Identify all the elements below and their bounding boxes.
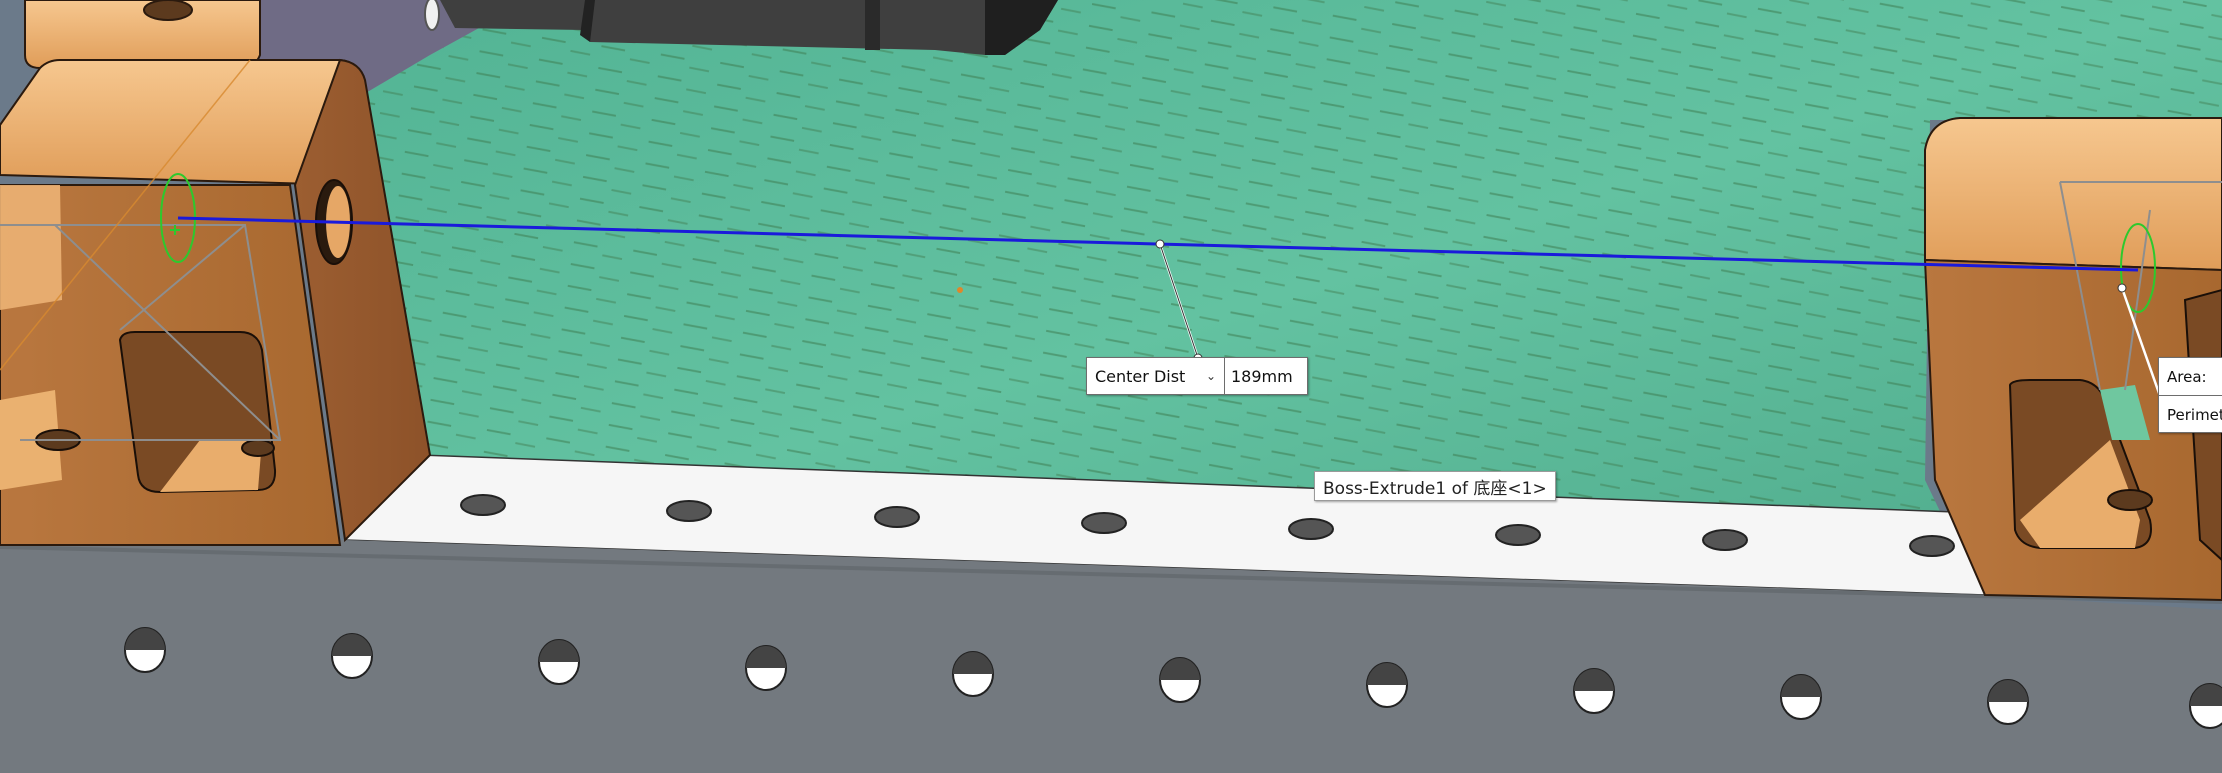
midpoint-marker [957,287,963,293]
perimeter-label: Perimete [2159,395,2222,433]
rail-front-holes [124,627,2222,729]
area-perimeter-callout: Area: Perimete [2158,357,2222,433]
axis-line [0,59,251,371]
feature-tooltip: Boss-Extrude1 of 底座<1> [1314,471,1556,501]
rail-front-face [0,540,2222,773]
wood-block-back-left [24,0,261,69]
sketch-construction-lines [0,181,2222,441]
measure-callout: Center Dist ⌄ 189mm [1086,357,1308,395]
area-leader [2120,287,2162,397]
chevron-down-icon: ⌄ [1205,369,1216,383]
distance-value: 189mm [1231,366,1293,386]
distance-mode-label: Center Dist [1095,366,1186,386]
distance-mode-dropdown[interactable]: Center Dist ⌄ [1087,358,1225,394]
top-clamp-part [424,0,1058,55]
selected-circle-right[interactable] [2120,223,2156,313]
green-base-plate [320,0,2222,595]
rail-top-holes [460,494,1955,557]
wood-support-left[interactable] [0,58,432,546]
area-label: Area: [2167,367,2207,386]
